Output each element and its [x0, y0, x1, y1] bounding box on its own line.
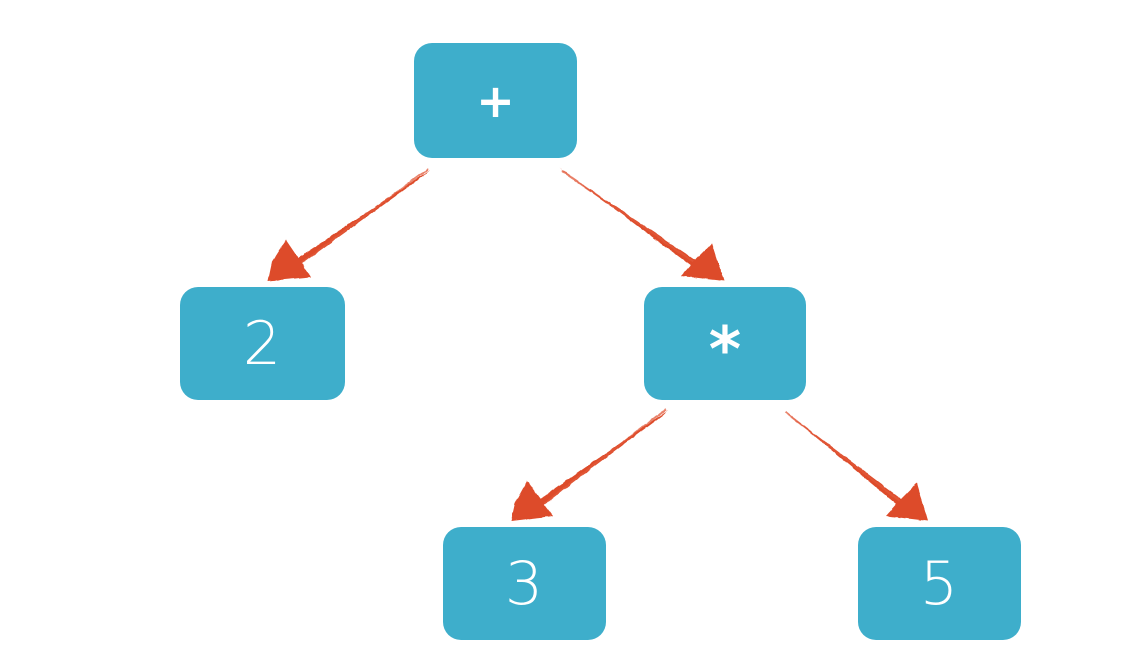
edge-mul-to-3 — [511, 408, 668, 521]
node-5-label: 5 — [919, 548, 960, 619]
node-3-label: 3 — [504, 548, 545, 619]
node-multiply-label: * — [708, 312, 742, 386]
node-5[interactable]: 5 — [858, 527, 1021, 640]
node-multiply[interactable]: * — [644, 287, 806, 400]
edge-root-to-2 — [268, 168, 430, 281]
node-2-label: 2 — [242, 308, 283, 379]
node-2[interactable]: 2 — [180, 287, 345, 400]
node-3[interactable]: 3 — [443, 527, 606, 640]
edge-root-to-mul — [559, 168, 724, 281]
node-plus-label: + — [476, 73, 515, 128]
edge-mul-to-5 — [782, 409, 928, 521]
node-plus[interactable]: + — [414, 43, 577, 158]
